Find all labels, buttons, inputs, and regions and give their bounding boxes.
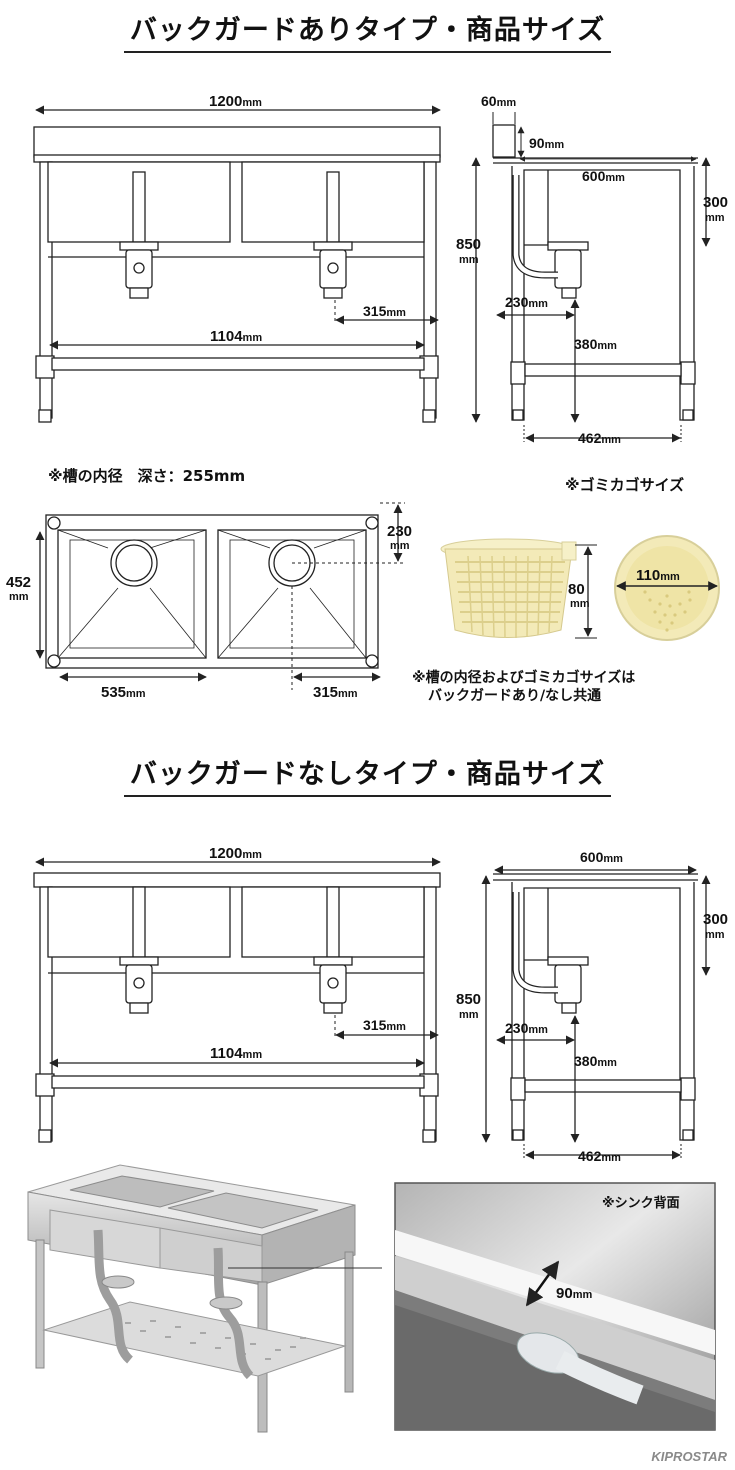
backguard-w-label-1: 60mm xyxy=(481,93,516,109)
height-unit-2: mm xyxy=(459,1009,479,1021)
side-view-2 xyxy=(481,865,711,1160)
section1-title: バックガードありタイプ・商品サイズ xyxy=(0,8,735,53)
basket-side-image xyxy=(440,538,577,639)
drain-from-back-label-2: 230mm xyxy=(505,1020,548,1036)
front-view-1 xyxy=(33,105,441,423)
front-view-2 xyxy=(33,857,441,1143)
basket-diameter-label: 110mm xyxy=(636,567,680,584)
top-back-offset-label: 230 xyxy=(387,523,412,540)
basket-height-label: 80 xyxy=(568,581,585,598)
side-depth-label-2: 600mm xyxy=(580,849,623,865)
height-unit-1: mm xyxy=(459,254,479,266)
front-inner-width-label-1: 1104mm xyxy=(210,328,262,345)
top-depth-label: 452 xyxy=(6,574,31,591)
backguard-h-label-1: 90mm xyxy=(529,135,564,151)
bowl-h-unit-1: mm xyxy=(705,212,725,224)
height-label-1: 850 xyxy=(456,236,481,253)
drain-from-back-label-1: 230mm xyxy=(505,294,548,310)
basket-top-image xyxy=(614,535,720,641)
sink-product-photo xyxy=(27,1164,382,1433)
side-depth-label-1: 600mm xyxy=(582,168,625,184)
shared-note-line1: ※槽の内径およびゴミカゴサイズは xyxy=(412,670,636,686)
leg-span-label-1: 462mm xyxy=(578,430,621,446)
photo-caption: ※シンク背面 xyxy=(602,1196,680,1211)
basket-height-unit: mm xyxy=(570,598,590,610)
backguard-gap-label: 90mm xyxy=(556,1285,592,1302)
section2-title: バックガードなしタイプ・商品サイズ xyxy=(0,752,735,797)
drain-h-label-2: 380mm xyxy=(574,1053,617,1069)
drain-h-label-1: 380mm xyxy=(574,336,617,352)
bowl-h-unit-2: mm xyxy=(705,929,725,941)
leg-span-label-2: 462mm xyxy=(578,1148,621,1164)
bowl-depth-note: ※槽の内径 深さ：255mm xyxy=(48,467,246,485)
top-depth-unit: mm xyxy=(9,591,29,603)
height-label-2: 850 xyxy=(456,991,481,1008)
brand-logo: KIPROSTAR xyxy=(651,1449,727,1464)
front-drain-offset-label-1: 315mm xyxy=(363,303,406,319)
bowl-h-label-1: 300 xyxy=(703,194,728,211)
backguard-closeup-photo xyxy=(394,1182,716,1431)
front-inner-width-label-2: 1104mm xyxy=(210,1045,262,1062)
top-view xyxy=(35,502,405,690)
front-drain-offset-label-2: 315mm xyxy=(363,1017,406,1033)
front-width-label-2: 1200mm xyxy=(209,845,262,862)
bowl-h-label-2: 300 xyxy=(703,911,728,928)
top-bowl-w-label: 535mm xyxy=(101,684,146,701)
side-view-1 xyxy=(471,112,711,443)
top-drain-offset-label: 315mm xyxy=(313,684,358,701)
basket-title: ※ゴミカゴサイズ xyxy=(565,476,685,494)
front-width-label-1: 1200mm xyxy=(209,93,262,110)
top-back-offset-unit: mm xyxy=(390,540,410,552)
shared-note-line2: バックガードあり/なし共通 xyxy=(428,688,602,704)
